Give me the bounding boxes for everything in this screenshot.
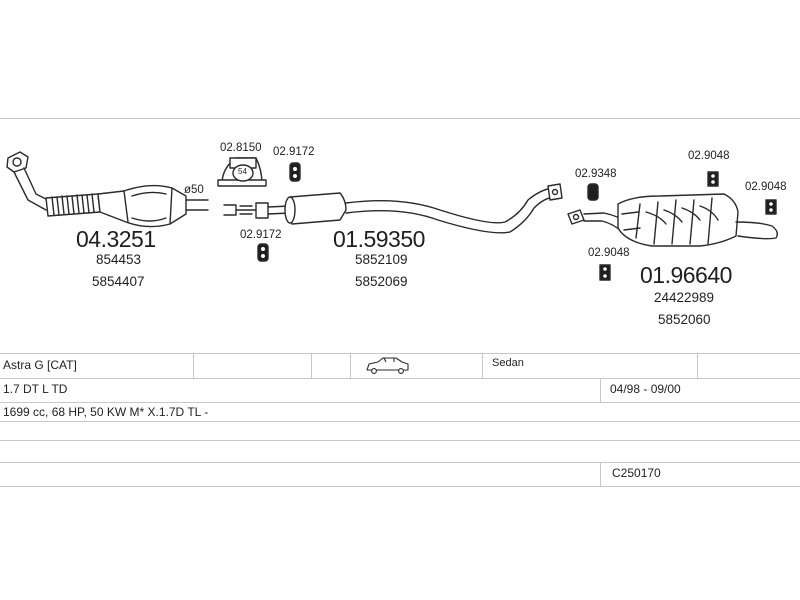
middle-silencer-oem-1: 5852109 — [355, 252, 408, 267]
vehicle-period: 04/98 - 09/00 — [610, 382, 681, 396]
rear-silencer-oem-2: 5852060 — [658, 312, 711, 327]
hanger-icon-a — [289, 162, 301, 182]
rear-silencer-part-number[interactable]: 01.96640 — [640, 262, 732, 288]
pipe-diameter-label: ø50 — [184, 184, 204, 196]
rear-silencer-oem-1: 24422989 — [654, 290, 715, 305]
hanger-icon-d — [765, 199, 777, 215]
hanger-icon-c — [707, 171, 719, 187]
middle-silencer-part-number[interactable]: 01.59350 — [333, 226, 425, 252]
hanger-e-part-number[interactable]: 02.9048 — [588, 247, 630, 259]
catalytic-converter-oem-2: 5854407 — [92, 274, 145, 289]
cell-divider-b — [311, 353, 312, 378]
vehicle-body-type: Sedan — [492, 357, 524, 369]
sedan-car-icon — [366, 357, 409, 374]
cell-divider-e — [697, 353, 698, 378]
clamp-size-label: 54 — [238, 167, 247, 176]
vehicle-code: C250170 — [612, 466, 661, 480]
row-divider-3 — [0, 421, 800, 422]
catalytic-converter-shape — [97, 184, 187, 228]
hanger-icon-e — [599, 264, 611, 281]
middle-silencer-oem-2: 5852069 — [355, 274, 408, 289]
pipe-end-flange-icon — [547, 183, 563, 201]
row-divider-6 — [0, 486, 800, 487]
row-divider-4 — [0, 440, 800, 441]
rear-flange-icon — [567, 209, 585, 225]
front-flange-icon — [6, 151, 29, 173]
diagram-bottom-border — [0, 353, 800, 354]
hanger-a-part-number[interactable]: 02.9172 — [273, 146, 315, 158]
row-divider-1 — [0, 378, 800, 379]
cell-divider-d — [482, 353, 483, 378]
rubber-mount-part-number[interactable]: 02.9348 — [575, 168, 617, 180]
rear-silencer-shape — [617, 193, 739, 247]
top-border — [0, 118, 800, 119]
cell-divider-c — [350, 353, 351, 378]
intermediate-pipe — [345, 187, 555, 234]
cat-outlet-pipe — [185, 199, 209, 211]
vehicle-details: 1699 cc, 68 HP, 50 KW M* X.1.7D TL - — [3, 405, 209, 419]
vehicle-model: Astra G [CAT] — [3, 358, 77, 372]
cell-divider-f — [600, 378, 601, 402]
row-divider-2 — [0, 402, 800, 403]
tailpipe-shape — [735, 221, 779, 240]
hanger-icon-b — [257, 243, 269, 262]
catalytic-converter-part-number[interactable]: 04.3251 — [76, 226, 156, 252]
flex-pipe-shape — [45, 193, 101, 217]
middle-silencer-shape — [284, 192, 347, 225]
clamp-part-number[interactable]: 02.8150 — [220, 142, 262, 154]
catalytic-converter-oem-1: 854453 — [96, 252, 142, 267]
pipe-bracket-shape — [223, 202, 269, 219]
downpipe-shape — [13, 167, 51, 211]
hanger-b-part-number[interactable]: 02.9172 — [240, 229, 282, 241]
hanger-d-part-number[interactable]: 02.9048 — [745, 181, 787, 193]
cell-divider-a — [193, 353, 194, 378]
hanger-c-part-number[interactable]: 02.9048 — [688, 150, 730, 162]
vehicle-engine: 1.7 DT L TD — [3, 382, 68, 396]
rubber-mount-icon — [587, 183, 599, 201]
cell-divider-g — [600, 462, 601, 486]
row-divider-5 — [0, 462, 800, 463]
clamp-icon — [217, 157, 267, 187]
